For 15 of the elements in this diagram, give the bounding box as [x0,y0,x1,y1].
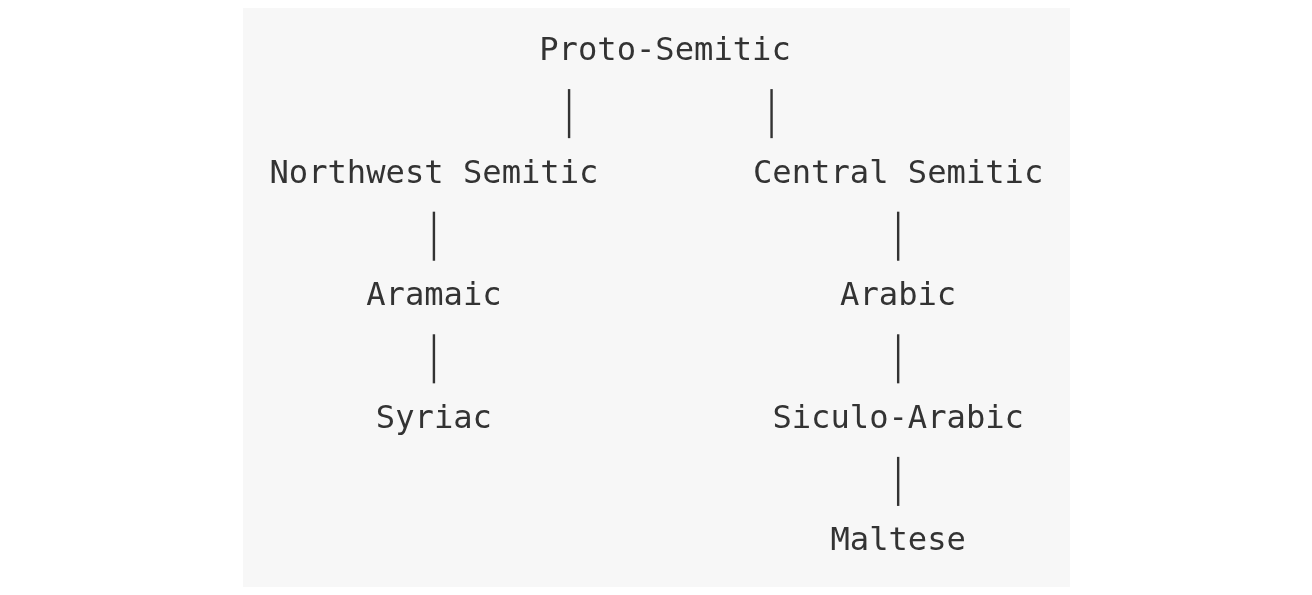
connector [432,211,435,261]
connector [896,211,899,261]
node-text: Aramaic [365,275,502,314]
connector [896,456,899,506]
node-text: Syriac [375,397,492,436]
node-text: Central Semitic [752,152,1043,191]
node-text: Siculo-Arabic [771,397,1024,436]
node-text: Proto-Semitic [538,29,791,68]
connector [769,89,773,139]
connector [432,334,435,384]
node-text: Northwest Semitic [268,152,598,191]
connector [896,334,899,384]
node-text: Maltese [829,520,966,559]
node-text: Arabic [839,275,956,314]
connector [567,89,570,139]
